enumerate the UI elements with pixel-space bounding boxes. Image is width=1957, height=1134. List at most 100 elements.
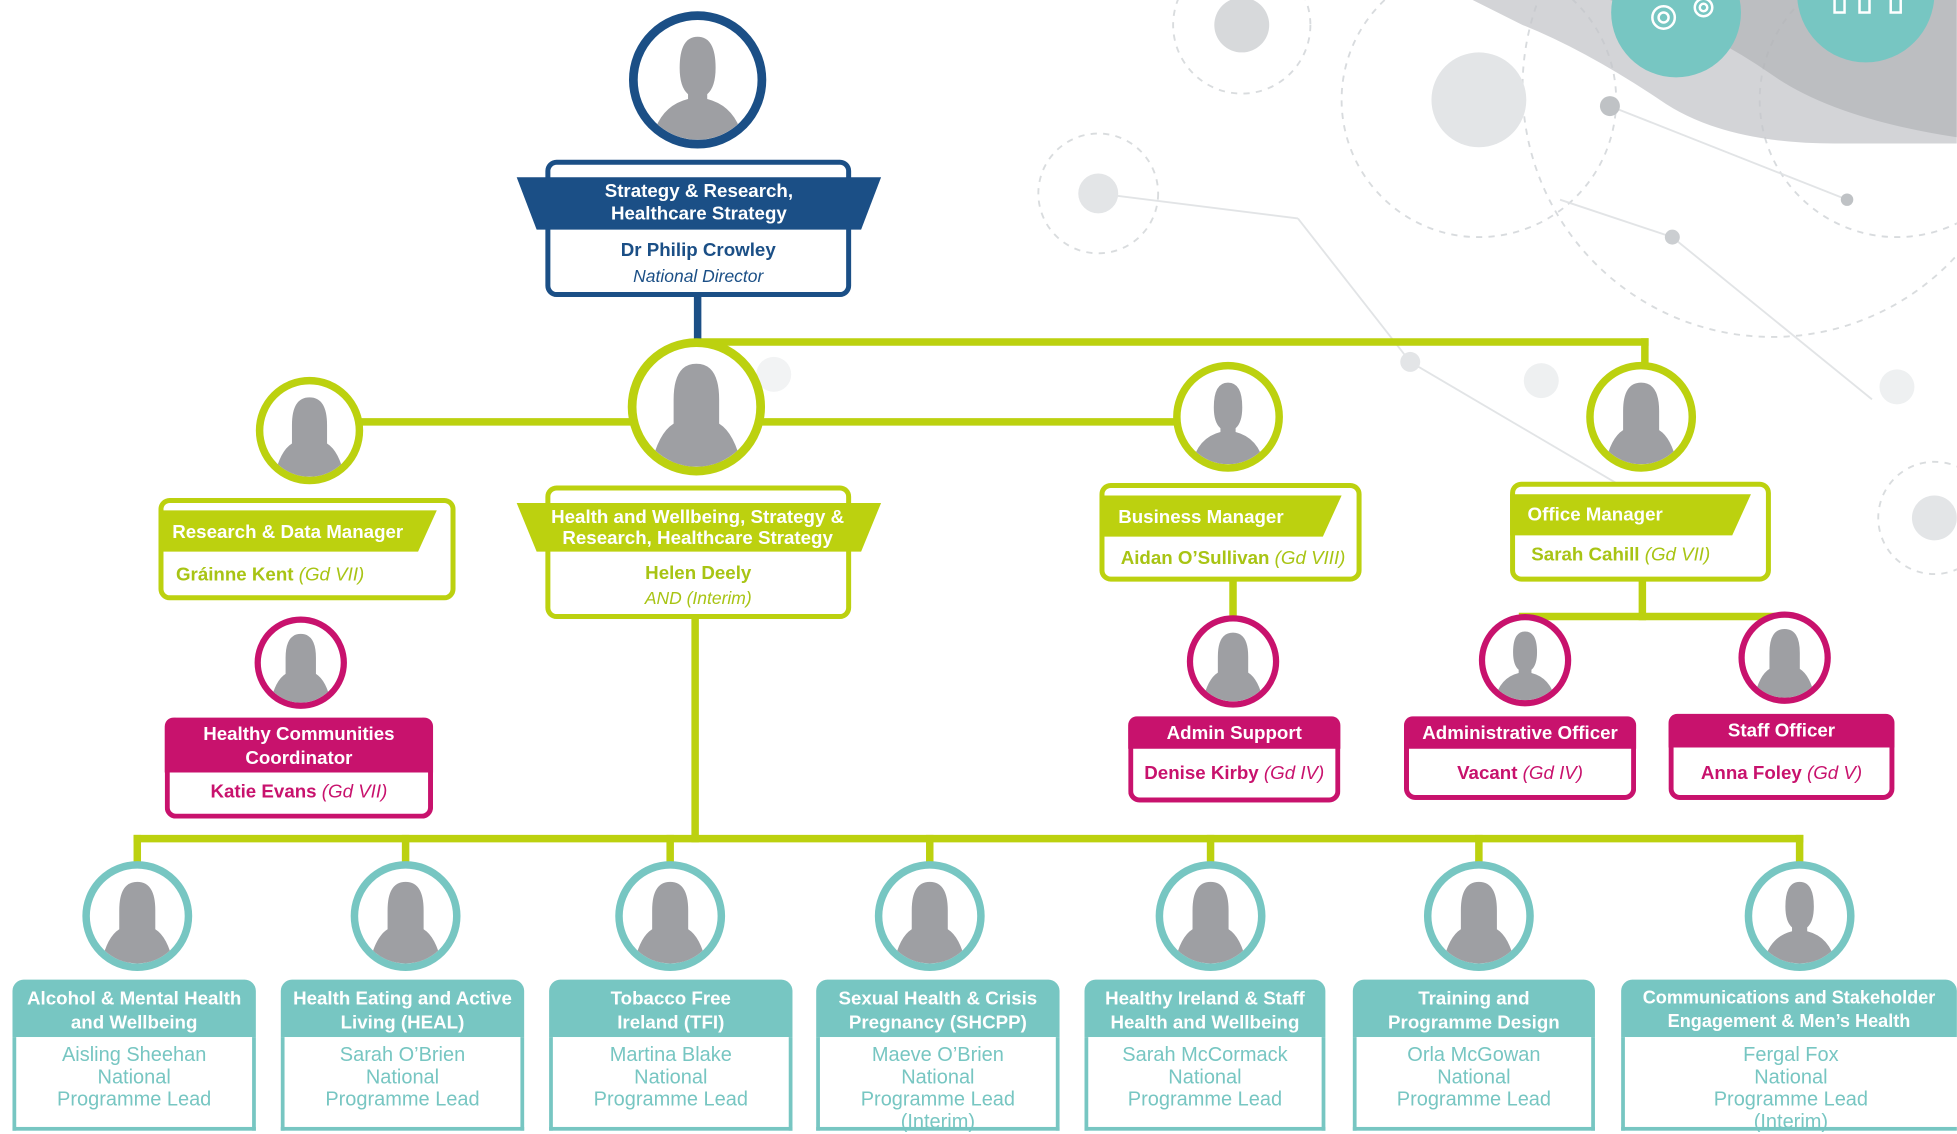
avatar-programme-1 xyxy=(82,861,193,971)
avatar-programme-7 xyxy=(1744,861,1855,971)
programme-lead-name-4: Maeve O’Brien xyxy=(871,1044,1004,1066)
administrative-officer-name-line: Vacant (Gd IV) xyxy=(1409,763,1631,785)
admin-support-card: Admin Support Denise Kirby (Gd IV) xyxy=(1128,716,1341,803)
person-icon xyxy=(101,881,174,964)
programme-lead-role-4: National Programme Lead (Interim) xyxy=(860,1067,1016,1134)
person-icon xyxy=(1174,881,1247,964)
programme-title-4: Sexual Health & Crisis Pregnancy (SHCPP) xyxy=(816,979,1060,1038)
office-manager-title: Office Manager xyxy=(1527,504,1663,526)
business-manager-name: Aidan O’Sullivan xyxy=(1120,547,1270,570)
avatar-office-manager xyxy=(1586,361,1697,472)
avatar-administrative-officer xyxy=(1478,614,1572,707)
and-title: Health and Wellbeing, Strategy & Researc… xyxy=(551,506,845,550)
office-manager-name: Sarah Cahill xyxy=(1531,544,1640,566)
business-manager-card: Aidan O’Sullivan (Gd VIII) xyxy=(1099,482,1362,582)
avatar-healthy-communities-coordinator xyxy=(254,616,347,709)
programme-lead-name-7: Fergal Fox xyxy=(1743,1044,1839,1066)
programme-body-5: Sarah McCormack National Programme Lead xyxy=(1084,1037,1326,1131)
programme-title-6: Training and Programme Design xyxy=(1352,979,1595,1038)
programme-lead-name-6: Orla McGowan xyxy=(1407,1044,1541,1066)
programme-body-3: Martina Blake National Programme Lead xyxy=(549,1037,793,1131)
avatar-staff-officer xyxy=(1738,611,1831,704)
programme-lead-role-5: National Programme Lead xyxy=(1127,1067,1283,1111)
programme-title-2: Health Eating and Active Living (HEAL) xyxy=(280,979,525,1038)
staff-officer-title: Staff Officer xyxy=(1668,713,1895,748)
programme-lead-name-1: Aisling Sheehan xyxy=(61,1044,207,1066)
director-title: Strategy & Research, Healthcare Strategy xyxy=(604,180,794,225)
avatar-and xyxy=(627,338,766,476)
programme-title-3: Tobacco Free Ireland (TFI) xyxy=(549,979,793,1038)
person-icon xyxy=(634,881,707,964)
avatar-research-data-manager xyxy=(255,376,364,485)
person-icon xyxy=(1191,382,1265,465)
programme-body-7: Fergal Fox National Programme Lead (Inte… xyxy=(1621,1037,1957,1134)
avatar-director xyxy=(628,11,767,149)
business-manager-name-line: Aidan O’Sullivan (Gd VIII) xyxy=(1121,548,1346,570)
programme-lead-role-6: National Programme Lead xyxy=(1396,1067,1552,1111)
avatar-admin-support xyxy=(1186,615,1280,708)
programme-lead-name-2: Sarah O’Brien xyxy=(339,1044,466,1066)
person-icon xyxy=(1494,631,1556,701)
administrative-officer-grade: (Gd IV) xyxy=(1522,762,1584,784)
administrative-officer-title: Administrative Officer xyxy=(1404,716,1637,749)
office-manager-grade: (Gd VII) xyxy=(1644,544,1711,566)
admin-support-name: Denise Kirby xyxy=(1144,762,1259,784)
research-data-manager-card: Gráinne Kent (Gd VII) xyxy=(158,497,456,601)
programme-lead-role-7: National Programme Lead (Interim) xyxy=(1713,1067,1869,1134)
person-icon xyxy=(1202,632,1264,702)
programme-body-4: Maeve O’Brien National Programme Lead (I… xyxy=(816,1037,1060,1134)
business-manager-grade: (Gd VIII) xyxy=(1274,547,1346,570)
person-icon xyxy=(274,397,345,477)
healthy-communities-coordinator-title: Healthy Communities Coordinator xyxy=(164,717,434,773)
administrative-officer-card: Administrative Officer Vacant (Gd IV) xyxy=(1404,716,1637,800)
staff-officer-name-line: Anna Foley (Gd V) xyxy=(1674,763,1890,785)
business-manager-title: Business Manager xyxy=(1118,506,1284,528)
programme-lead-name-5: Sarah McCormack xyxy=(1122,1044,1288,1066)
programme-body-1: Aisling Sheehan National Programme Lead xyxy=(12,1037,256,1131)
avatar-programme-6 xyxy=(1423,861,1534,971)
programme-lead-role-1: National Programme Lead xyxy=(57,1067,212,1111)
person-icon xyxy=(893,881,966,964)
administrative-officer-name: Vacant xyxy=(1457,762,1518,784)
person-icon xyxy=(652,36,744,140)
research-data-manager-title: Research & Data Manager xyxy=(172,521,404,543)
office-manager-name-line: Sarah Cahill (Gd VII) xyxy=(1531,544,1710,566)
person-icon xyxy=(650,363,742,467)
director-name: Dr Philip Crowley xyxy=(620,239,776,261)
programme-body-2: Sarah O’Brien National Programme Lead xyxy=(280,1037,525,1131)
research-data-manager-grade: (Gd VII) xyxy=(298,564,365,586)
programme-lead-name-3: Martina Blake xyxy=(609,1044,732,1066)
research-data-manager-name: Gráinne Kent xyxy=(175,564,294,586)
healthy-communities-coordinator-name: Katie Evans xyxy=(210,781,317,803)
avatar-business-manager xyxy=(1173,361,1283,472)
programme-title-7: Communications and Stakeholder Engagemen… xyxy=(1621,979,1957,1038)
person-icon xyxy=(270,633,332,703)
person-icon xyxy=(1763,881,1836,964)
programme-title-1: Alcohol & Mental Health and Wellbeing xyxy=(12,979,256,1038)
person-icon xyxy=(1442,881,1515,964)
research-data-manager-name-line: Gráinne Kent (Gd VII) xyxy=(176,564,364,586)
staff-officer-name: Anna Foley xyxy=(1700,762,1802,784)
healthy-communities-coordinator-grade: (Gd VII) xyxy=(321,781,388,803)
programme-title-5: Healthy Ireland & Staff Health and Wellb… xyxy=(1084,979,1326,1038)
staff-officer-card: Staff Officer Anna Foley (Gd V) xyxy=(1668,713,1895,800)
and-card: Helen Deely AND (Interim) xyxy=(545,485,852,620)
healthy-communities-coordinator-name-line: Katie Evans (Gd VII) xyxy=(170,781,428,803)
avatar-programme-3 xyxy=(615,861,726,971)
avatar-programme-4 xyxy=(874,861,985,971)
programme-lead-role-3: National Programme Lead xyxy=(593,1067,748,1111)
person-icon xyxy=(1754,628,1815,698)
person-icon xyxy=(369,881,442,964)
admin-support-grade: (Gd IV) xyxy=(1263,762,1325,784)
and-role: AND (Interim) xyxy=(644,587,752,608)
programme-lead-role-2: National Programme Lead xyxy=(325,1067,480,1111)
admin-support-title: Admin Support xyxy=(1128,716,1341,749)
and-name: Helen Deely xyxy=(645,562,752,585)
staff-officer-grade: (Gd V) xyxy=(1807,762,1863,784)
avatar-programme-5 xyxy=(1155,861,1266,971)
director-role: National Director xyxy=(633,265,764,286)
avatar-programme-2 xyxy=(350,861,461,971)
